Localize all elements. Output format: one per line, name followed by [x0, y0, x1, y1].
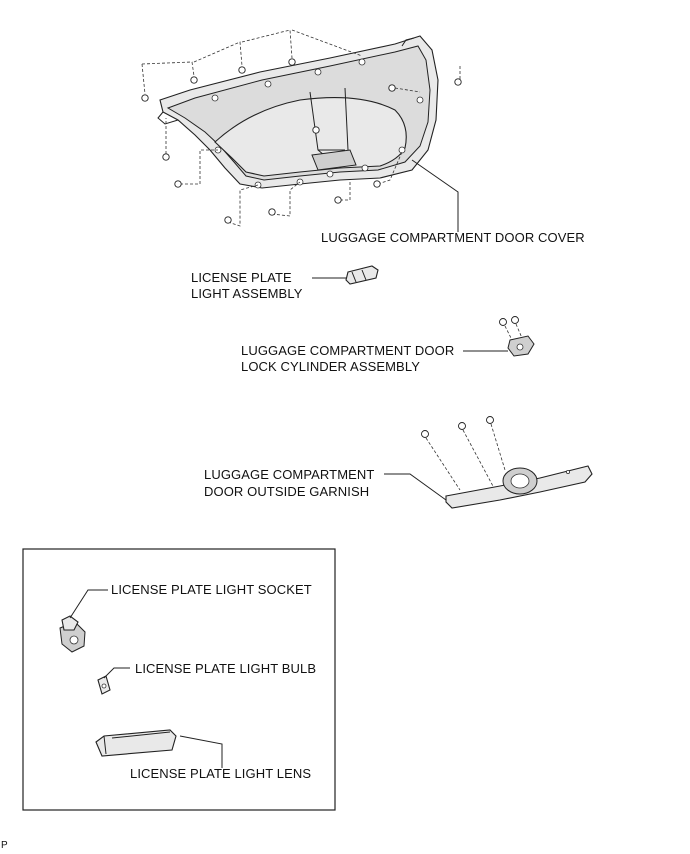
- label-license-plate-light-assembly-line1: LICENSE PLATE: [191, 270, 292, 285]
- label-lock-cylinder-line1: LUGGAGE COMPARTMENT DOOR: [241, 343, 455, 358]
- label-bulb: LICENSE PLATE LIGHT BULB: [135, 661, 317, 676]
- luggage-compartment-door-cover: [157, 35, 439, 189]
- label-license-plate-light-assembly-line2: LIGHT ASSEMBLY: [191, 286, 303, 301]
- label-lens: LICENSE PLATE LIGHT LENS: [130, 766, 312, 781]
- lock-cylinder-assembly: [499, 316, 535, 357]
- label-door-cover: LUGGAGE COMPARTMENT DOOR COVER: [321, 230, 585, 245]
- corner-code: P: [1, 840, 8, 851]
- license-plate-light-bulb-icon: [97, 675, 111, 695]
- label-socket: LICENSE PLATE LIGHT SOCKET: [111, 582, 312, 597]
- socket-leader: [69, 589, 108, 619]
- inset-detail-box: [22, 548, 336, 811]
- door-cover-leader: [411, 159, 459, 232]
- license-plate-light-assembly: [345, 265, 379, 285]
- door-cover-fastener-lines: [141, 29, 461, 227]
- label-garnish-line1: LUGGAGE COMPARTMENT: [204, 467, 375, 482]
- lens-leader: [179, 735, 223, 768]
- garnish-leader: [384, 473, 447, 501]
- license-plate-light-socket-icon: [59, 615, 86, 653]
- bulb-leader: [103, 667, 130, 679]
- label-garnish-line2: DOOR OUTSIDE GARNISH: [204, 484, 370, 499]
- label-lock-cylinder-line2: LOCK CYLINDER ASSEMBLY: [241, 359, 420, 374]
- luggage-compartment-door-outside-garnish: [421, 416, 593, 509]
- clip-icon: [141, 58, 462, 224]
- license-plate-light-lens-icon: [95, 729, 177, 757]
